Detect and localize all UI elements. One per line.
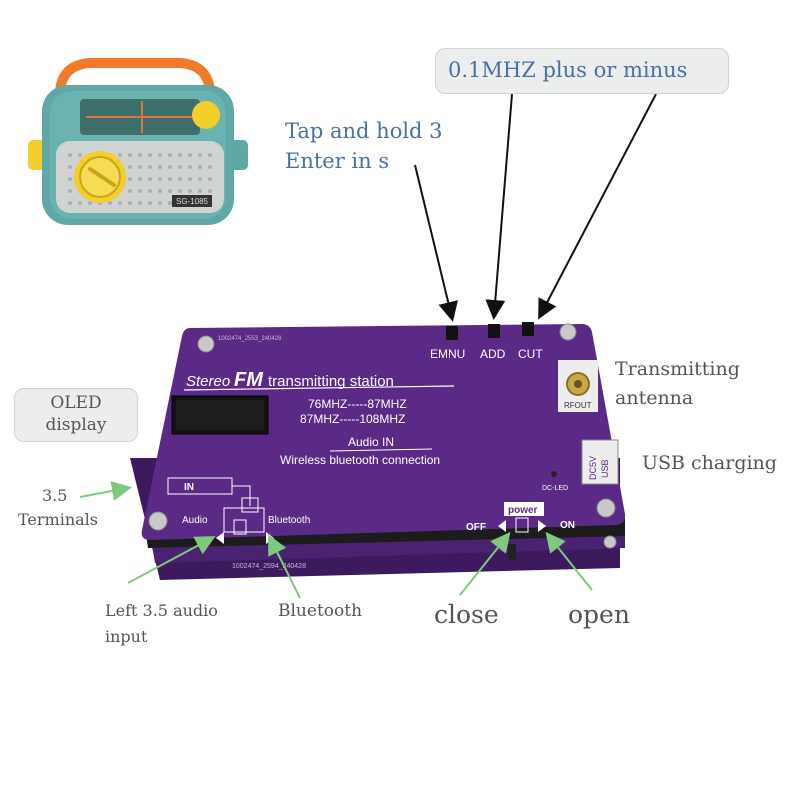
oled-callout: OLED display <box>14 388 138 442</box>
arrow-bluetooth <box>268 534 301 599</box>
band-1: 76MHZ-----87MHZ <box>308 397 407 411</box>
oled-line2: display <box>45 415 107 435</box>
tap-hold-callout: Tap and hold 3 Enter in s <box>285 116 443 176</box>
wireless-label: Wireless bluetooth connection <box>280 453 440 467</box>
left-input-callout: Left 3.5 audio input <box>105 598 218 650</box>
left-input-line2: input <box>105 627 148 646</box>
close-callout: close <box>434 600 499 629</box>
emnu-label: EMNU <box>430 347 465 361</box>
off-label: OFF <box>466 522 486 533</box>
retro-radio-logo: SG-1085 <box>28 58 248 225</box>
open-callout: open <box>568 600 630 629</box>
rfout-label: RFOUT <box>564 401 592 410</box>
band-2: 87MHZ-----108MHZ <box>300 412 405 426</box>
antenna-line1: Transmitting <box>615 358 740 380</box>
title-stereo: Stereo <box>186 373 230 390</box>
usb-callout: USB charging <box>642 452 777 474</box>
serial-bottom: 1002474_2594_240428 <box>232 563 306 570</box>
tap-hold-line1: Tap and hold 3 <box>285 119 443 143</box>
arrow-terminals <box>79 481 132 501</box>
dc5v-label: DC5V <box>588 456 598 480</box>
usb-port[interactable] <box>581 439 619 485</box>
title-rest: transmitting station <box>268 373 394 390</box>
terminals-line2: Terminals <box>18 510 99 529</box>
step-callout: 0.1MHZ plus or minus <box>435 48 729 94</box>
dc-led-label: DC-LED <box>542 485 568 492</box>
tap-hold-line2: Enter in s <box>285 149 390 173</box>
arrow-open <box>545 531 593 591</box>
terminals-callout: 3.5 Terminals <box>18 484 98 532</box>
arrow-to-cut <box>538 93 657 320</box>
add-button[interactable] <box>488 324 500 338</box>
bluetooth-switch-label: Bluetooth <box>268 515 310 526</box>
title-fm: FM <box>234 369 264 391</box>
cut-label: CUT <box>518 347 543 361</box>
power-label: power <box>508 505 538 516</box>
antenna-callout: Transmitting antenna <box>615 355 740 413</box>
fm-transmitter-device: 1002474_2553_240428 1002474_2594_240428 … <box>130 322 626 580</box>
bluetooth-callout: Bluetooth <box>278 601 363 621</box>
screw-bottom-left <box>148 511 168 531</box>
dc-led <box>551 471 557 477</box>
arrow-to-emnu <box>414 164 458 322</box>
audio-in-label: Audio IN <box>348 435 394 449</box>
screw-bottom-right <box>596 498 616 518</box>
screw-top-right <box>559 323 577 341</box>
left-input-line1: Left 3.5 audio <box>105 601 218 620</box>
audio-bt-switch[interactable] <box>233 519 247 535</box>
oled-line1: OLED <box>50 393 102 413</box>
terminals-line1: 3.5 <box>42 486 68 505</box>
serial-top: 1002474_2553_240428 <box>218 336 282 342</box>
power-switch[interactable] <box>515 517 529 533</box>
arrow-close <box>459 531 511 596</box>
cut-button[interactable] <box>522 322 534 336</box>
usb-label: USB <box>600 459 610 478</box>
on-label: ON <box>560 520 575 531</box>
arrow-to-add <box>485 93 513 320</box>
add-label: ADD <box>480 347 506 361</box>
in-label: IN <box>184 482 194 493</box>
audio-switch-label: Audio <box>182 515 208 526</box>
arrow-left-input <box>127 536 216 584</box>
screw-top-left <box>197 335 215 353</box>
antenna-line2: antenna <box>615 387 694 409</box>
emnu-button[interactable] <box>446 326 458 340</box>
step-label: 0.1MHZ plus or minus <box>448 58 688 82</box>
radio-model-label: SG-1085 <box>176 197 209 206</box>
